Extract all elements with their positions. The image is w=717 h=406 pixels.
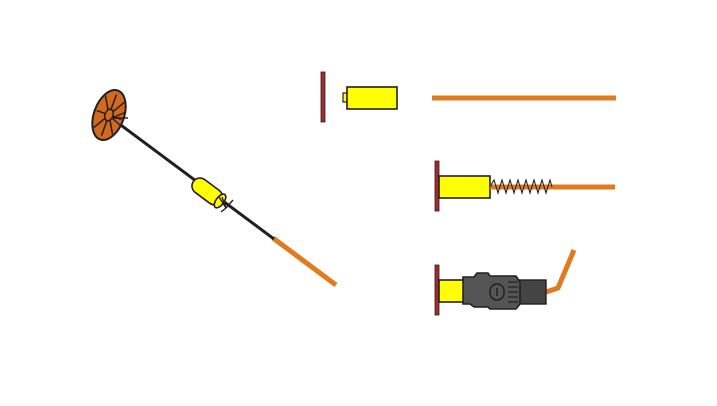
orange-wire-segment [271, 235, 338, 288]
yellow-ferrule [346, 86, 398, 110]
yellow-ferrule [438, 175, 491, 199]
spring-coil-icon [489, 178, 553, 195]
connector-body [462, 272, 521, 310]
unassembled-ferrule-and-wire [320, 71, 616, 123]
assembled-connector [434, 249, 577, 316]
end-plate [320, 71, 326, 123]
wire-strand-with-wheel-and-ferrule [91, 89, 338, 288]
strand-arrow-icon [218, 196, 234, 213]
crimped-ferrule-with-spring [434, 160, 615, 212]
connector-ridges-icon [508, 281, 518, 303]
connector-latch-icon [489, 283, 505, 301]
orange-bent-wire [545, 249, 577, 295]
yellow-sleeve [191, 177, 227, 209]
black-fiber-line [109, 115, 275, 241]
wheel-strand-icon [111, 111, 128, 127]
